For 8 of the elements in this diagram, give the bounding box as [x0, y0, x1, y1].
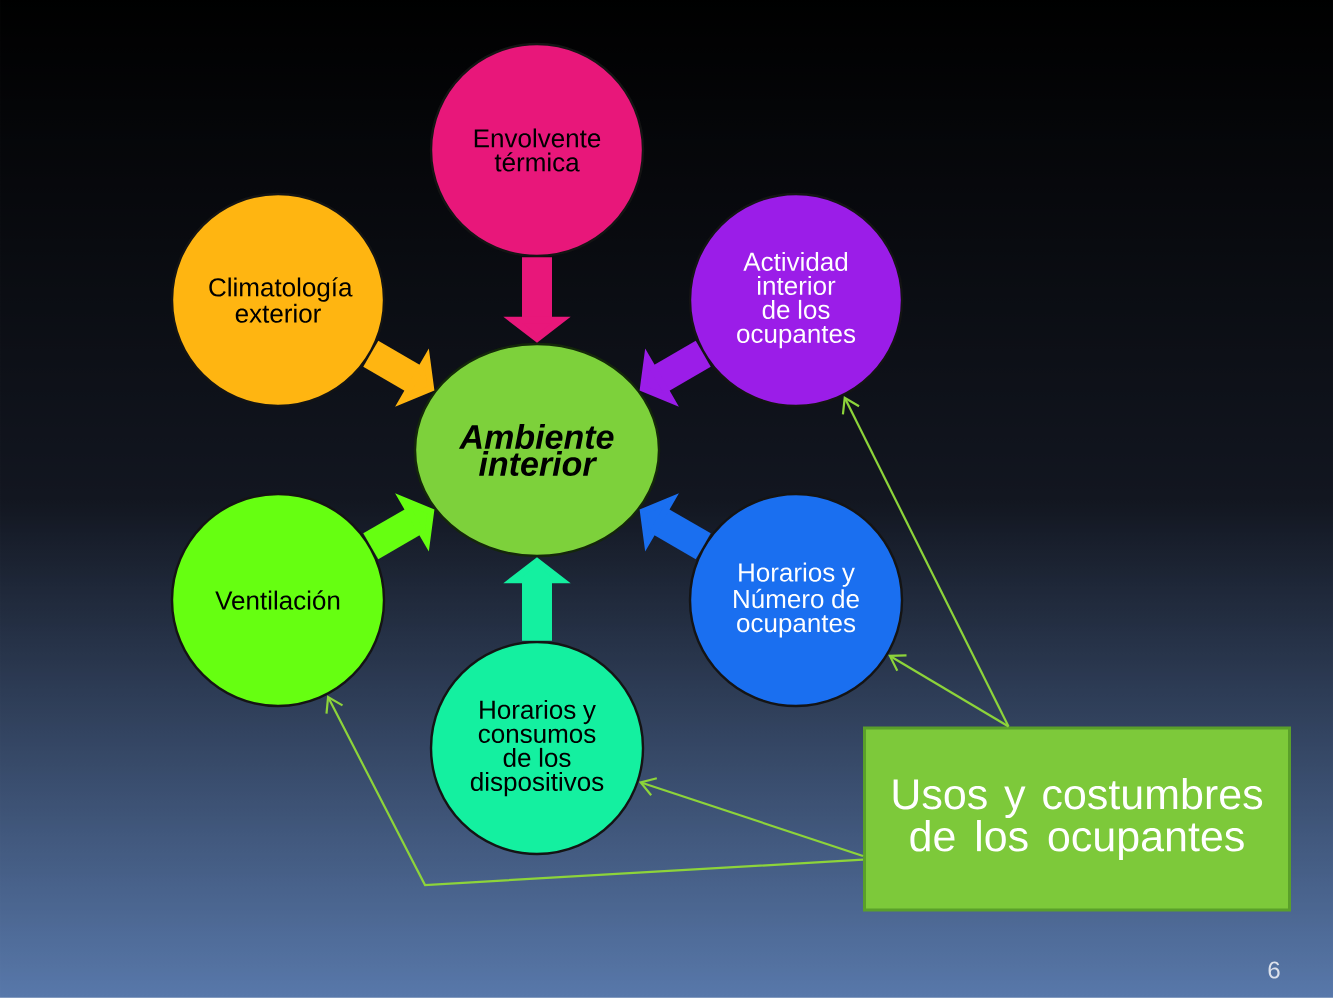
callout-box: Usos y costumbres de los ocupantes [863, 726, 1291, 912]
callout-arrow [325, 695, 864, 887]
callout-arrow [638, 777, 864, 858]
block-arrow [363, 493, 435, 560]
page-number: 6 [1268, 961, 1280, 979]
callout-arrow [841, 395, 1010, 727]
callout-arrow [888, 654, 1010, 728]
block-arrow [639, 340, 711, 407]
